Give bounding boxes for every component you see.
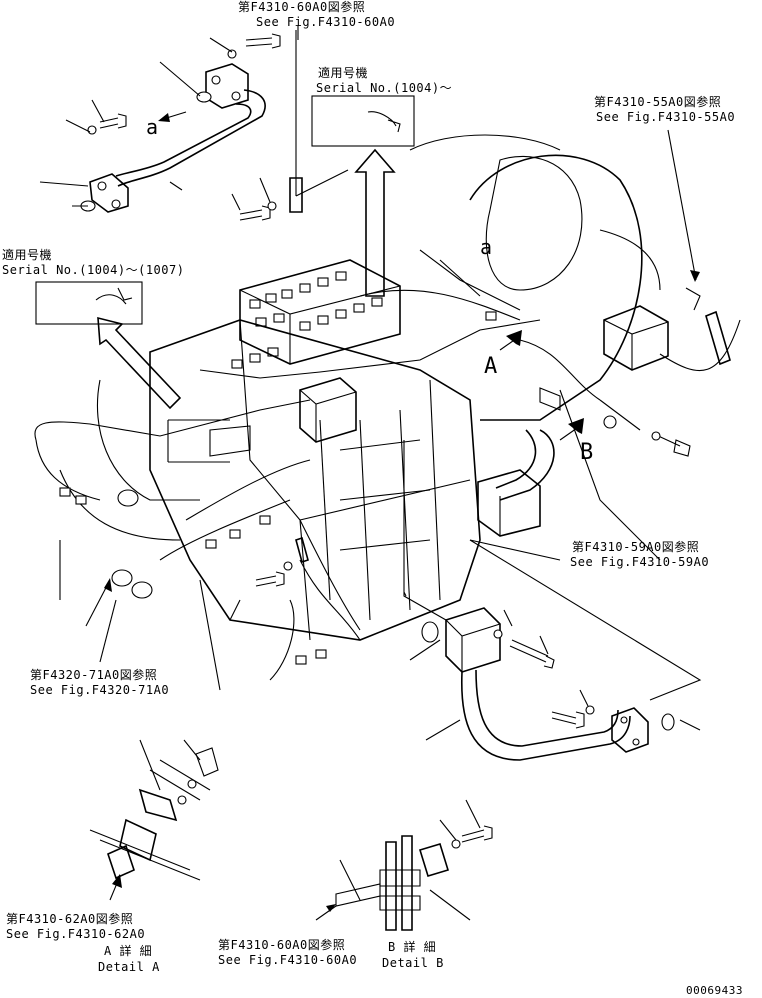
detail-b-drawing xyxy=(315,799,493,931)
serial-upper-en: Serial No.(1004)～ xyxy=(316,81,453,95)
upper-fitting-assembly xyxy=(231,30,349,221)
serial-left-en: Serial No.(1004)～(1007) xyxy=(2,263,185,277)
ref-right-en: See Fig.F4310-55A0 xyxy=(596,110,736,124)
view-label-a: A xyxy=(484,354,498,379)
view-label-b: B xyxy=(580,440,594,465)
ref-top-en: See Fig.F4310-60A0 xyxy=(256,15,396,29)
detail-b-en: Detail B xyxy=(382,956,444,970)
wiring-harness xyxy=(34,249,541,665)
detail-b-jp: B 詳 細 xyxy=(388,940,437,954)
callout-a-upper-left: a xyxy=(146,115,159,139)
ref-middle-right-en: See Fig.F4310-59A0 xyxy=(570,555,710,569)
upper-hose-assembly xyxy=(39,33,281,213)
ref-bottom-center-jp: 第F4310-60A0図参照 xyxy=(218,938,346,952)
ref-left-lower-jp: 第F4320-71A0図参照 xyxy=(30,668,158,682)
serial-detail-box-upper xyxy=(311,95,415,147)
ref-left-lower-en: See Fig.F4320-71A0 xyxy=(30,683,170,697)
serial-upper-jp: 適用号機 xyxy=(318,66,369,80)
lower-pipe-assembly xyxy=(403,440,702,761)
serial-left-jp: 適用号機 xyxy=(2,248,53,262)
detail-a-drawing xyxy=(89,739,219,901)
ref-bottom-left-jp: 第F4310-62A0図参照 xyxy=(6,912,134,926)
detail-a-en: Detail A xyxy=(98,960,160,974)
detail-a-jp: A 詳 細 xyxy=(104,944,153,958)
transmission-body xyxy=(59,134,661,641)
right-pipe-assembly xyxy=(519,129,741,457)
ref-middle-right-jp: 第F4310-59A0図参照 xyxy=(572,540,700,554)
center-small-parts xyxy=(59,419,361,691)
serial-detail-box-left xyxy=(35,281,143,325)
ref-bottom-center-en: See Fig.F4310-60A0 xyxy=(218,953,358,967)
ref-top-jp: 第F4310-60A0図参照 xyxy=(238,0,366,14)
elbow-pipe-assembly xyxy=(477,330,584,537)
ref-right-jp: 第F4310-55A0図参照 xyxy=(594,95,722,109)
control-valve-block xyxy=(231,259,401,443)
drawing-number: 00069433 xyxy=(686,984,743,997)
callout-a-center: a xyxy=(480,235,493,259)
ref-bottom-left-en: See Fig.F4310-62A0 xyxy=(6,927,146,941)
